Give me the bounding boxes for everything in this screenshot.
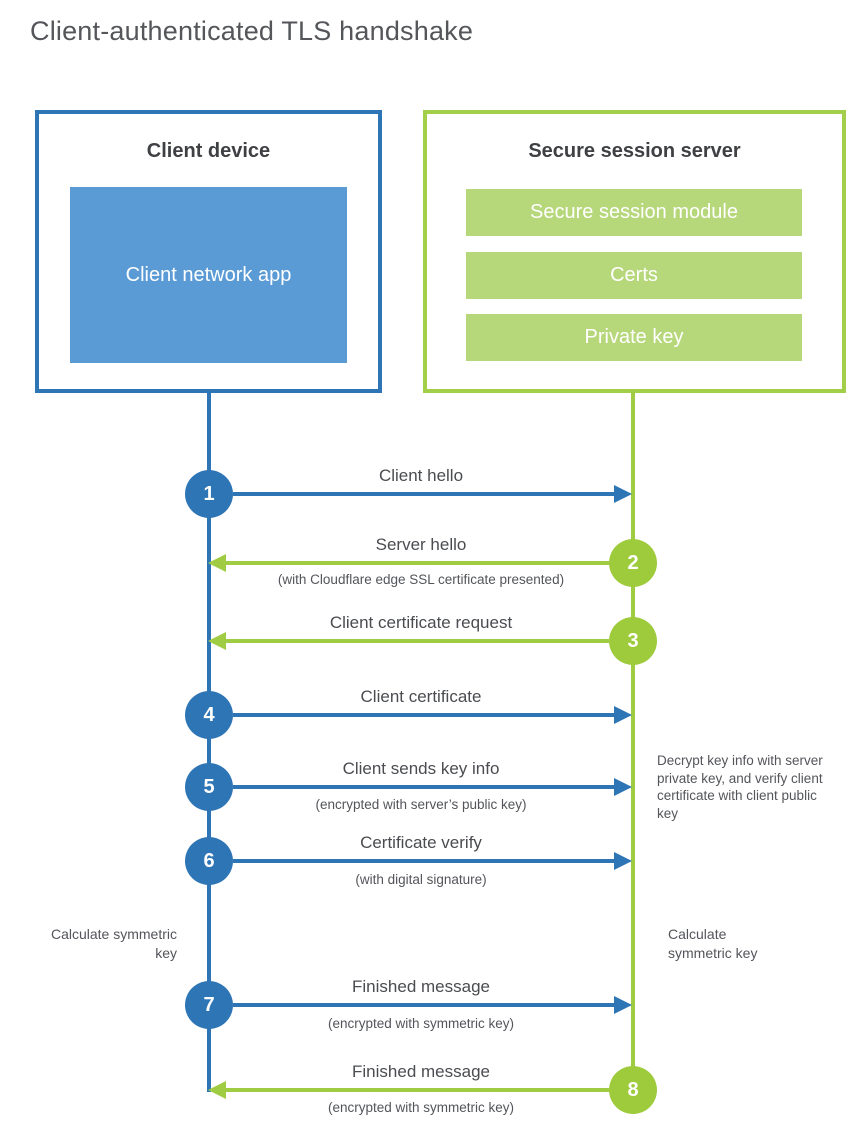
step-5-label: Client sends key info [342,759,500,778]
step-6-sublabel: (with digital signature) [355,872,487,887]
certs-bar: Certs [466,252,802,299]
step-1-circle: 1 [185,470,233,518]
step-4-label: Client certificate [360,687,482,706]
client-device-heading: Client device [146,140,271,162]
calc-symmetric-key-right-note: Calculate symmetric key [668,926,758,961]
step-5-circle: 5 [185,763,233,811]
step-2-arrowhead-icon [208,554,226,572]
step-5-arrowhead-icon [614,778,632,796]
secure-session-server-heading: Secure session server [528,140,741,162]
step-1-label: Client hello [378,466,464,485]
server-lifeline [631,391,635,1092]
step-3-arrowhead-icon [208,632,226,650]
step-3-arrow [226,639,609,643]
decrypt-note: Decrypt key info with server private key… [657,753,823,821]
step-8-sublabel: (encrypted with symmetric key) [327,1100,515,1115]
page-title: Client-authenticated TLS handshake [30,16,474,46]
step-1-arrowhead-icon [614,485,632,503]
step-2-circle: 2 [609,539,657,587]
private-key-bar: Private key [466,314,802,361]
step-7-sublabel: (encrypted with symmetric key) [327,1016,515,1031]
step-1-arrow [233,492,617,496]
step-2-arrow [226,561,609,565]
client-network-app-box: Client network app [70,187,347,363]
step-4-arrowhead-icon [614,706,632,724]
step-4-arrow [233,713,617,717]
step-3-label: Client certificate request [329,613,513,632]
step-6-circle: 6 [185,837,233,885]
step-2-label: Server hello [375,535,467,554]
step-7-arrow [233,1003,617,1007]
step-4-circle: 4 [185,691,233,739]
step-5-arrow [233,785,617,789]
secure-session-module-bar: Secure session module [466,189,802,236]
step-7-label: Finished message [352,977,490,996]
step-8-arrow [226,1088,609,1092]
client-network-app-label: Client network app [125,264,292,286]
step-8-circle: 8 [609,1066,657,1114]
client-lifeline [207,391,211,1092]
calc-symmetric-key-left-note: Calculate symmetric key [50,926,177,961]
step-6-label: Certificate verify [360,833,482,852]
step-7-circle: 7 [185,981,233,1029]
step-6-arrow [233,859,617,863]
step-8-arrowhead-icon [208,1081,226,1099]
step-3-circle: 3 [609,617,657,665]
step-2-sublabel: (with Cloudflare edge SSL certificate pr… [277,572,565,587]
step-6-arrowhead-icon [614,852,632,870]
step-8-label: Finished message [352,1062,490,1081]
step-7-arrowhead-icon [614,996,632,1014]
step-5-sublabel: (encrypted with server’s public key) [315,797,527,812]
